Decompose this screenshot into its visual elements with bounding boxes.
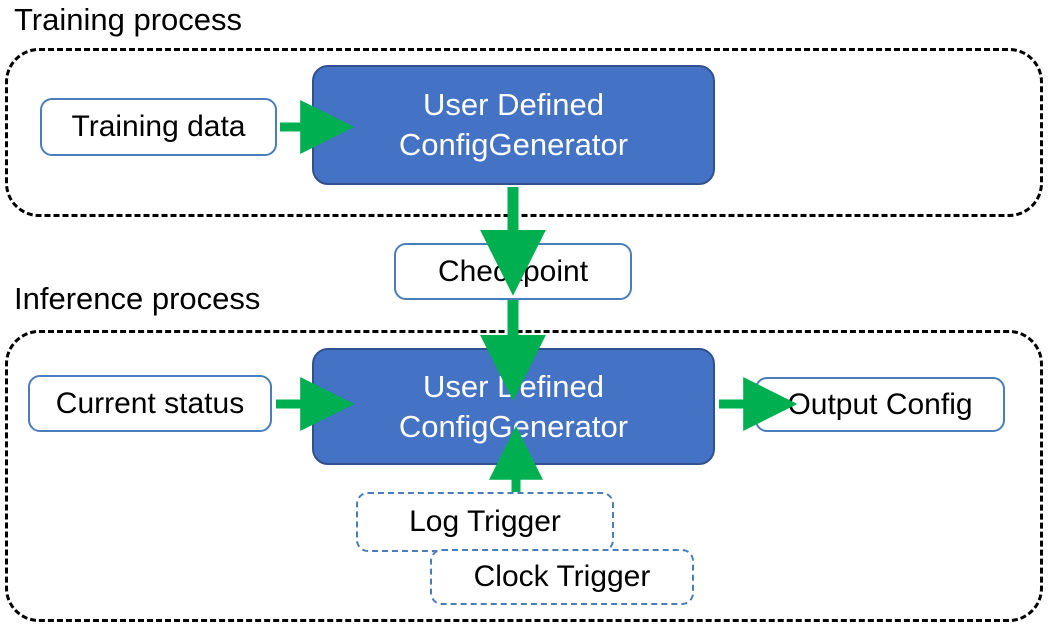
node-clock-trigger-label: Clock Trigger: [473, 560, 651, 594]
node-training-config-generator[interactable]: User Defined ConfigGenerator: [312, 65, 715, 185]
node-inference-config-generator-label-line2: ConfigGenerator: [398, 408, 629, 444]
node-training-config-generator-label-line2: ConfigGenerator: [398, 127, 629, 162]
training-process-caption: Training process: [14, 2, 243, 37]
node-training-data-label: Training data: [71, 110, 246, 144]
node-training-data[interactable]: Training data: [40, 98, 277, 156]
node-checkpoint[interactable]: Checkpoint: [394, 243, 632, 300]
node-output-config[interactable]: Output Config: [755, 377, 1005, 432]
node-checkpoint-label: Checkpoint: [437, 254, 589, 288]
node-current-status-label: Current status: [55, 386, 245, 420]
node-inference-config-generator[interactable]: User Defined ConfigGenerator: [312, 348, 715, 465]
inference-process-caption: Inference process: [14, 281, 261, 316]
inference-process-container: [5, 330, 1043, 622]
node-log-trigger-label: Log Trigger: [409, 505, 561, 539]
node-current-status[interactable]: Current status: [28, 375, 272, 432]
node-inference-config-generator-label-line1: User Defined: [423, 368, 604, 404]
node-log-trigger[interactable]: Log Trigger: [356, 492, 614, 552]
node-clock-trigger[interactable]: Clock Trigger: [430, 549, 694, 605]
training-process-container: [5, 48, 1043, 217]
node-output-config-label: Output Config: [787, 387, 973, 421]
node-training-config-generator-label-line1: User Defined: [423, 87, 604, 123]
